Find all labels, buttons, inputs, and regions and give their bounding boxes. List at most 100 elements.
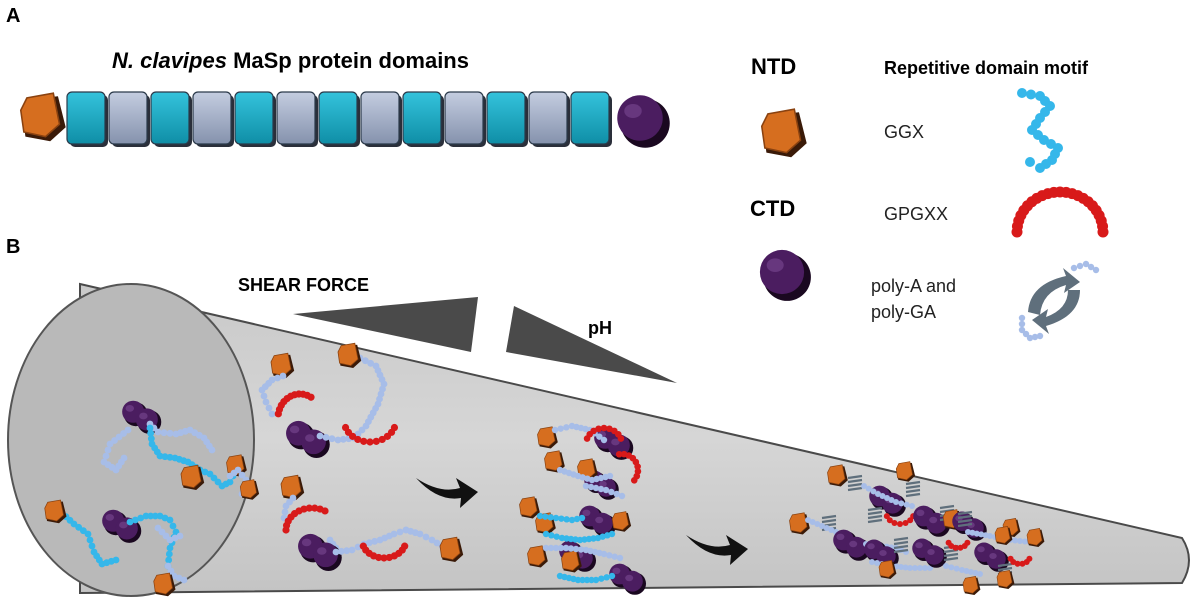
bead	[557, 425, 564, 432]
bead	[577, 546, 585, 553]
bead	[953, 565, 960, 572]
bead	[563, 424, 570, 431]
bead	[166, 429, 174, 437]
bead	[578, 514, 586, 522]
bead	[579, 576, 586, 584]
ntd-domain	[789, 512, 810, 535]
bead	[361, 357, 369, 365]
bead	[151, 512, 159, 520]
bead	[316, 432, 324, 440]
bead	[341, 423, 350, 432]
bead	[234, 466, 242, 474]
bead	[608, 488, 615, 496]
bead	[311, 504, 319, 512]
beta-strand	[943, 556, 959, 562]
bead	[907, 517, 914, 524]
bead	[891, 520, 898, 527]
bead	[1097, 226, 1109, 238]
bead	[977, 571, 983, 577]
ctd-highlight	[611, 438, 620, 446]
ntd-face	[561, 550, 580, 571]
bead	[126, 518, 134, 526]
ntd-face	[996, 570, 1013, 588]
ctd-domain	[759, 249, 811, 301]
bead	[166, 453, 174, 461]
bead	[597, 485, 605, 493]
beta-sheet-motif-icon	[1018, 260, 1100, 342]
ntd-domain	[895, 461, 916, 482]
beta-strand	[957, 510, 973, 516]
linker-beads	[943, 563, 983, 577]
bead	[371, 537, 379, 545]
beta-strand	[939, 504, 955, 510]
bead	[1018, 326, 1026, 334]
ntd-domain	[760, 108, 807, 158]
ctd-dimer	[912, 538, 947, 568]
repetitive-segment-grey	[360, 91, 400, 145]
ggx-chain	[536, 512, 586, 524]
linker-beads	[542, 544, 624, 562]
ctd-highlight	[879, 550, 887, 556]
duct-opening	[7, 283, 255, 597]
ctd-highlight	[139, 412, 148, 420]
bead	[562, 544, 570, 552]
beta-strand	[957, 522, 973, 528]
bead	[819, 523, 825, 529]
ntd-face	[537, 426, 556, 447]
bead	[169, 522, 177, 530]
gpgxx-chain	[583, 424, 625, 442]
bead	[88, 542, 96, 550]
ntd-domain	[1026, 528, 1045, 547]
bead	[1070, 264, 1078, 272]
ctd-dimer	[102, 509, 142, 543]
bead	[595, 425, 602, 433]
bead	[568, 516, 576, 524]
bead	[260, 392, 268, 400]
bead	[814, 521, 821, 527]
ntd-face	[280, 474, 302, 499]
bead	[328, 435, 336, 443]
ctd-highlight	[289, 425, 300, 434]
ntd-face	[180, 464, 202, 489]
ctd-domain	[622, 570, 646, 595]
bead	[611, 553, 618, 560]
beta-sheet-stack	[957, 510, 973, 528]
ntd-domain	[439, 536, 464, 562]
ntd-face	[153, 572, 173, 595]
bead	[861, 483, 867, 489]
beta-strand	[905, 484, 921, 490]
ntd-domain	[962, 576, 981, 595]
bead	[945, 539, 952, 546]
ggx-legend-label: GGX	[884, 122, 924, 142]
ctd-face	[301, 429, 326, 455]
bead	[909, 503, 915, 509]
ggx-bead-chain	[1017, 88, 1063, 173]
beta-sheet-stack	[905, 480, 921, 498]
bead	[613, 490, 620, 498]
ctd-domain	[592, 512, 616, 537]
bead	[160, 429, 168, 437]
bead	[300, 505, 308, 513]
bead	[598, 575, 605, 582]
bead	[884, 495, 890, 501]
bead	[805, 517, 811, 523]
beta-strand	[867, 510, 883, 516]
linker-beads	[100, 426, 132, 474]
sheet-beads-top	[1070, 260, 1100, 274]
beta-strand	[905, 480, 921, 486]
bead	[154, 428, 162, 436]
bead	[552, 544, 560, 552]
bead	[583, 576, 591, 584]
bead	[547, 514, 554, 521]
beta-strand	[821, 518, 837, 524]
ntd-face	[527, 545, 546, 566]
ctd-dimer	[974, 542, 1009, 572]
shear-force-gradient-wedge	[293, 297, 478, 352]
gpgxx-chain	[1007, 555, 1033, 567]
bead	[165, 556, 173, 564]
bead	[558, 515, 565, 522]
gpgxx-chain	[615, 450, 642, 484]
linker-beads	[861, 483, 915, 509]
repetitive-segment-teal	[66, 91, 106, 145]
bead	[548, 532, 555, 539]
